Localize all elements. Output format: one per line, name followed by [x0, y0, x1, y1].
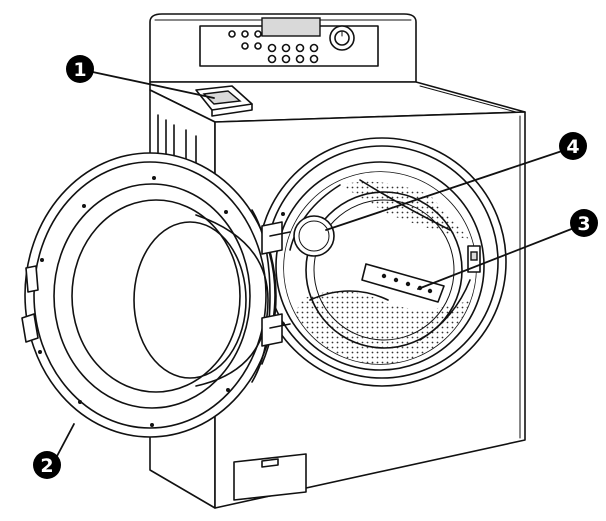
- drain-access-cover: [233, 453, 307, 501]
- callout-2-badge: [33, 451, 61, 479]
- callout-1: 1: [66, 55, 215, 99]
- control-console: [149, 13, 417, 83]
- callout-4: 4: [325, 132, 587, 231]
- callout-1-badge: [66, 55, 94, 83]
- door-lock: [467, 245, 481, 273]
- door-glass: [53, 183, 251, 409]
- door-hinge: [261, 221, 291, 347]
- callout-4-badge: [559, 132, 587, 160]
- callout-3-number: 3: [577, 213, 590, 235]
- callout-1-number: 1: [73, 59, 86, 81]
- display-window: [261, 17, 321, 37]
- door-handle: [21, 265, 39, 343]
- callout-2-number: 2: [40, 455, 53, 477]
- control-buttons: [228, 30, 319, 64]
- callout-4-number: 4: [566, 136, 579, 158]
- cycle-selector-knob: [329, 25, 355, 51]
- callout-2: 2: [33, 423, 75, 479]
- callout-3-badge: [570, 209, 598, 237]
- open-door: [21, 152, 277, 438]
- callout-3: 3: [417, 209, 598, 290]
- door-opening: [257, 137, 507, 387]
- detergent-dispenser-drawer: [195, 85, 253, 117]
- drum-hub: [293, 215, 335, 257]
